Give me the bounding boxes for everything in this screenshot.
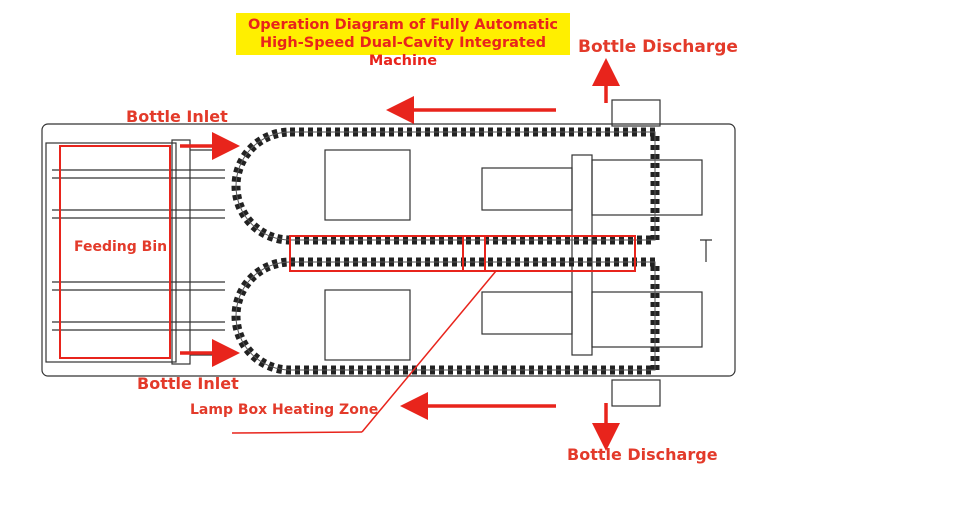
label-feeding-bin: Feeding Bin bbox=[74, 239, 168, 255]
label-bottle-inlet-bottom: Bottle Inlet bbox=[137, 374, 239, 393]
label-bottle-discharge-top: Bottle Discharge bbox=[578, 37, 738, 57]
label-bottle-inlet-top: Bottle Inlet bbox=[126, 107, 228, 126]
highlight-boxes bbox=[59, 145, 636, 359]
heating-zone-pointer bbox=[231, 431, 363, 434]
heating-zone-leader bbox=[361, 270, 497, 433]
feeding-bin-box bbox=[59, 145, 171, 359]
title-line-2: High-Speed Dual-Cavity Integrated Machin… bbox=[259, 35, 547, 69]
title-line-1: Operation Diagram of Fully Automatic bbox=[247, 17, 559, 33]
heating-zone-inner-box bbox=[462, 235, 486, 272]
flow-arrows bbox=[180, 58, 620, 451]
label-lamp-box-heating-zone: Lamp Box Heating Zone bbox=[190, 402, 379, 418]
conveyor-chain bbox=[231, 127, 660, 375]
diagram-title: Operation Diagram of Fully Automatic Hig… bbox=[236, 13, 570, 69]
